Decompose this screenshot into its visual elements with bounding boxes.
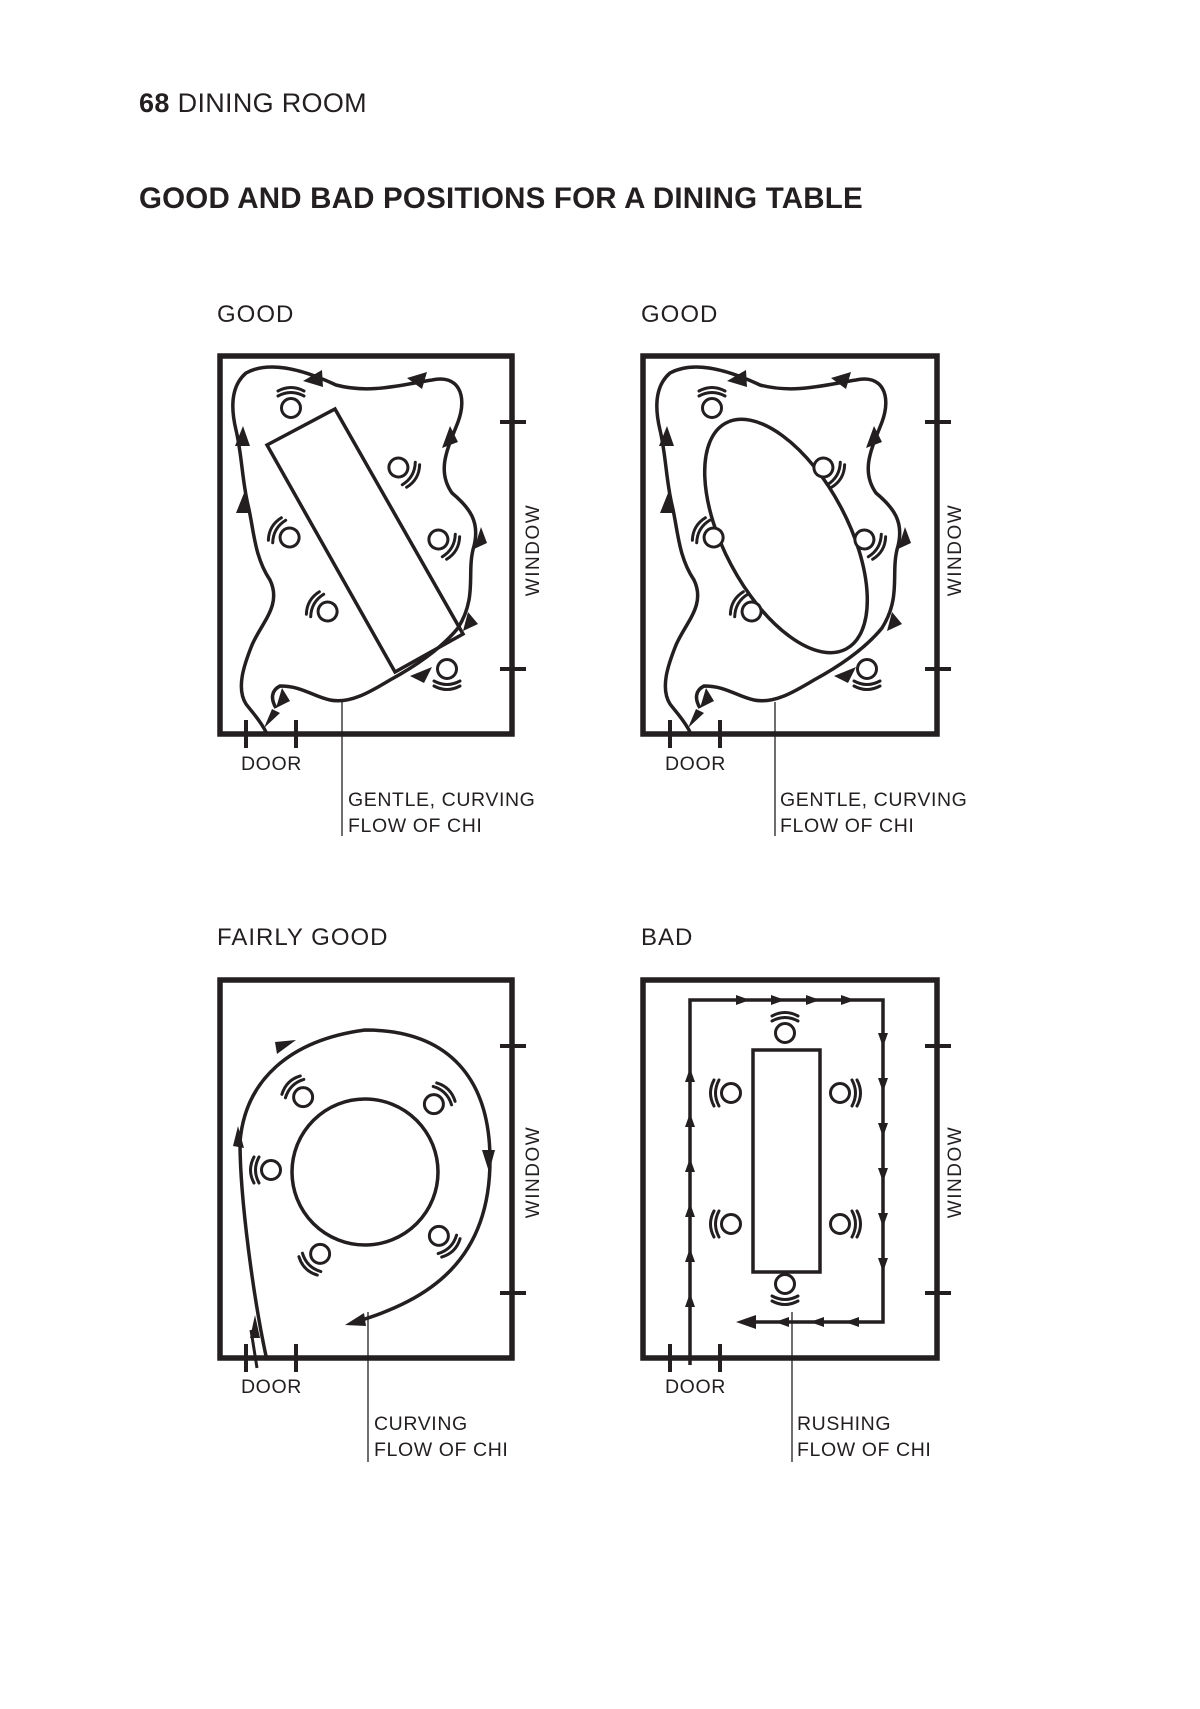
dining-table <box>751 1048 822 1274</box>
page-number: 68 <box>139 88 170 118</box>
flow-caption-line2: FLOW OF CHI <box>797 1439 931 1461</box>
chair-icon <box>770 1011 800 1044</box>
chair-icon <box>432 658 462 691</box>
door-label: DOOR <box>665 1376 726 1398</box>
chairs <box>709 1011 862 1306</box>
chair-icon <box>829 1209 862 1239</box>
page-title: GOOD AND BAD POSITIONS FOR A DINING TABL… <box>139 182 863 215</box>
room-outline <box>640 977 940 1361</box>
chair-icon <box>807 449 850 491</box>
chairs <box>687 386 891 691</box>
chair-icon <box>421 1218 465 1262</box>
door-label: DOOR <box>665 753 726 775</box>
door-label: DOOR <box>241 1376 302 1398</box>
panel-good-rectangle: GOOD WINDOW DOOR GENTLE, CURVING FLOW OF… <box>217 301 544 837</box>
room-outline <box>217 353 515 737</box>
chair-icon <box>697 386 727 419</box>
chair-icon <box>852 658 882 691</box>
window-label: WINDOW <box>945 504 966 596</box>
window-marks <box>925 1044 951 1295</box>
flow-caption-line2: FLOW OF CHI <box>780 815 914 837</box>
chair-icon <box>301 588 344 630</box>
room-outline <box>640 353 940 737</box>
chair-icon <box>249 1155 282 1185</box>
chair-icon <box>382 449 425 491</box>
chair-icon <box>294 1236 338 1280</box>
chair-icon <box>709 1209 742 1239</box>
window-marks <box>925 420 951 671</box>
flow-caption-line2: FLOW OF CHI <box>374 1439 508 1461</box>
door-label: DOOR <box>241 753 302 775</box>
flow-caption-line1: RUSHING <box>797 1413 891 1435</box>
window-label: WINDOW <box>523 1126 544 1218</box>
flow-caption-line1: GENTLE, CURVING <box>780 789 967 811</box>
chair-icon <box>277 1071 321 1115</box>
section-name: DINING ROOM <box>177 88 367 118</box>
chair-icon <box>848 521 891 563</box>
door-marks <box>668 720 722 748</box>
chair-icon <box>829 1078 862 1108</box>
chi-flow <box>231 365 487 733</box>
chi-flow <box>685 995 888 1365</box>
chair-icon <box>770 1273 800 1306</box>
flow-caption-line2: FLOW OF CHI <box>348 815 482 837</box>
dining-table <box>290 1097 440 1247</box>
chairs <box>249 1071 465 1280</box>
window-label: WINDOW <box>523 504 544 596</box>
room-outline <box>217 977 515 1361</box>
chi-flow <box>655 365 911 733</box>
chairs <box>263 386 465 691</box>
chair-icon <box>725 588 768 630</box>
chair-icon <box>263 514 306 556</box>
flow-caption-line1: GENTLE, CURVING <box>348 789 535 811</box>
panel-rating: FAIRLY GOOD <box>217 924 389 951</box>
window-marks <box>500 420 526 671</box>
panel-bad-rectangle: BAD WINDOW DOOR RUSHING FLOW OF CHI <box>640 924 966 1462</box>
door-marks <box>668 1344 722 1372</box>
panel-rating: BAD <box>641 924 693 951</box>
door-marks <box>244 720 298 748</box>
chair-icon <box>422 521 465 563</box>
window-label: WINDOW <box>945 1126 966 1218</box>
chair-icon <box>709 1078 742 1108</box>
window-marks <box>500 1044 526 1295</box>
chair-icon <box>276 386 306 419</box>
panel-fairly-good-round: FAIRLY GOOD WINDOW DOOR CURVING FLOW OF … <box>217 924 544 1462</box>
dining-table <box>702 417 870 655</box>
dining-table <box>264 406 466 675</box>
panel-good-oval: GOOD WINDOW DOOR GENTLE, CURVING FLOW OF… <box>640 301 967 837</box>
flow-caption-line1: CURVING <box>374 1413 468 1435</box>
panel-rating: GOOD <box>217 301 294 328</box>
door-marks <box>244 1344 298 1372</box>
chi-flow <box>233 1028 495 1369</box>
panel-rating: GOOD <box>641 301 718 328</box>
chair-icon <box>416 1078 460 1122</box>
